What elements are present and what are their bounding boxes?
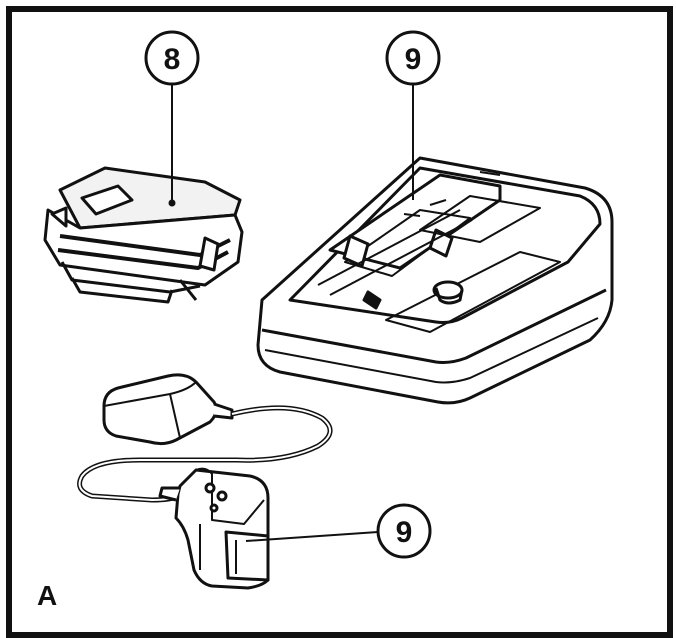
callout-circle <box>376 503 432 559</box>
callout-label-battery: 8 <box>164 43 181 76</box>
callout-label-charger: 9 <box>405 43 422 76</box>
callout-battery: 8 <box>144 30 200 200</box>
charger-base <box>256 156 614 405</box>
callout-adapter: 9 <box>245 503 432 559</box>
leader-line <box>245 531 379 542</box>
callout-circle <box>144 30 200 86</box>
callout-label-adapter: 9 <box>396 516 413 549</box>
battery-pack <box>43 166 244 304</box>
callout-circle <box>385 30 441 86</box>
callout-charger: 9 <box>385 30 441 200</box>
charging-adapter <box>77 373 333 590</box>
figure-label: A <box>37 580 58 611</box>
